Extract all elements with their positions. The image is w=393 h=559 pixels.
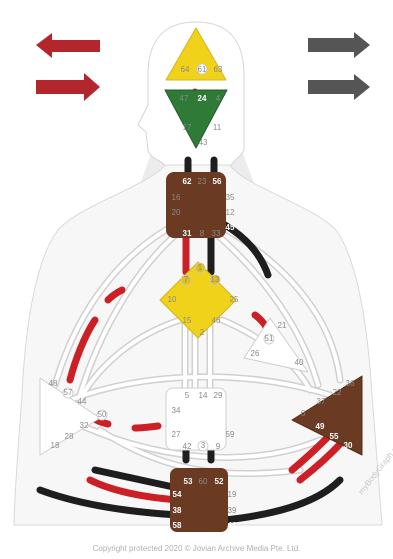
gate-57: 57 xyxy=(64,388,73,397)
gate-2: 2 xyxy=(200,328,205,337)
gate-43: 43 xyxy=(199,138,208,147)
gate-27: 27 xyxy=(172,430,181,439)
gate-11: 11 xyxy=(213,123,222,132)
gate-21: 21 xyxy=(278,321,287,330)
gate-6: 6 xyxy=(301,409,306,418)
gate-41: 41 xyxy=(228,521,237,530)
gate-48: 48 xyxy=(49,379,58,388)
gate-22: 22 xyxy=(333,388,342,397)
gate-25: 25 xyxy=(230,295,239,304)
gate-32: 32 xyxy=(80,421,89,430)
gate-marker-50 xyxy=(96,409,108,421)
gate-56: 56 xyxy=(213,177,222,186)
left-arrow-top xyxy=(36,33,100,58)
left-arrows xyxy=(36,33,100,101)
gate-33: 33 xyxy=(212,229,221,238)
gate-marker-51 xyxy=(263,333,275,345)
gate-31: 31 xyxy=(183,229,192,238)
gate-36: 36 xyxy=(346,379,355,388)
gate-12: 12 xyxy=(226,208,235,217)
head-center xyxy=(165,27,227,81)
gate-26: 26 xyxy=(251,349,260,358)
right-arrow-bottom xyxy=(308,74,370,100)
gate-9: 9 xyxy=(216,442,221,451)
gate-39: 39 xyxy=(228,506,237,515)
gate-44: 44 xyxy=(78,397,87,406)
gate-marker-3 xyxy=(197,440,209,452)
gate-47: 47 xyxy=(180,94,189,103)
gate-13: 13 xyxy=(211,275,220,284)
gate-54: 54 xyxy=(173,490,182,499)
gate-58: 58 xyxy=(173,521,182,530)
gate-61: 61 xyxy=(198,65,207,74)
gate-8: 8 xyxy=(200,229,205,238)
gate-52: 52 xyxy=(215,477,224,486)
gate-64: 64 xyxy=(181,65,190,74)
gate-marker-1 xyxy=(194,262,206,274)
gate-17: 17 xyxy=(183,123,192,132)
heart-center xyxy=(243,317,309,373)
gate-38: 38 xyxy=(173,506,182,515)
root-center xyxy=(170,468,228,532)
gate-3: 3 xyxy=(201,441,206,450)
gate-15: 15 xyxy=(183,316,192,325)
gate-labels: 64 61 63 47 24 4 17 11 43 62 23 56 16 35… xyxy=(49,63,355,530)
gate-62: 62 xyxy=(183,177,192,186)
gate-marker-57 xyxy=(62,387,74,399)
gate-24: 24 xyxy=(198,94,207,103)
gate-53: 53 xyxy=(184,477,193,486)
gate-4: 4 xyxy=(216,94,221,103)
gate-marker-13 xyxy=(209,274,221,286)
gate-63: 63 xyxy=(214,65,223,74)
gate-49: 49 xyxy=(316,422,325,431)
gate-5: 5 xyxy=(185,391,190,400)
gate-19: 19 xyxy=(228,490,237,499)
gate-59: 59 xyxy=(226,430,235,439)
solar-plexus-center xyxy=(291,375,363,456)
gate-42: 42 xyxy=(183,442,192,451)
gate-20: 20 xyxy=(172,208,181,217)
sacral-center xyxy=(165,387,227,451)
right-arrow-left-bottom xyxy=(36,73,100,101)
gate-28: 28 xyxy=(65,432,74,441)
right-arrows xyxy=(308,32,370,100)
ajna-center xyxy=(164,89,228,149)
gate-40: 40 xyxy=(295,358,304,367)
gate-23: 23 xyxy=(198,177,207,186)
gate-50: 50 xyxy=(98,410,107,419)
gate-16: 16 xyxy=(172,193,181,202)
gate-35: 35 xyxy=(226,193,235,202)
gate-30: 30 xyxy=(344,441,353,450)
copyright-text: Copyright protected 2020 © Jovian Archiv… xyxy=(92,544,301,553)
gate-marker-61 xyxy=(196,63,208,75)
gate-marker-7 xyxy=(180,274,192,286)
gate-29: 29 xyxy=(214,391,223,400)
right-arrow-top xyxy=(308,32,370,58)
gate-60: 60 xyxy=(199,477,208,486)
gate-51: 51 xyxy=(265,334,274,343)
gate-1: 1 xyxy=(198,263,203,272)
gate-10: 10 xyxy=(168,295,177,304)
gate-14: 14 xyxy=(199,391,208,400)
gate-18: 18 xyxy=(51,441,60,450)
throat-center xyxy=(166,172,226,238)
gate-46: 46 xyxy=(212,316,221,325)
gate-34: 34 xyxy=(172,406,181,415)
gate-45: 45 xyxy=(226,223,235,232)
gate-37: 37 xyxy=(317,397,326,406)
gate-7: 7 xyxy=(184,275,189,284)
gate-55: 55 xyxy=(330,432,339,441)
